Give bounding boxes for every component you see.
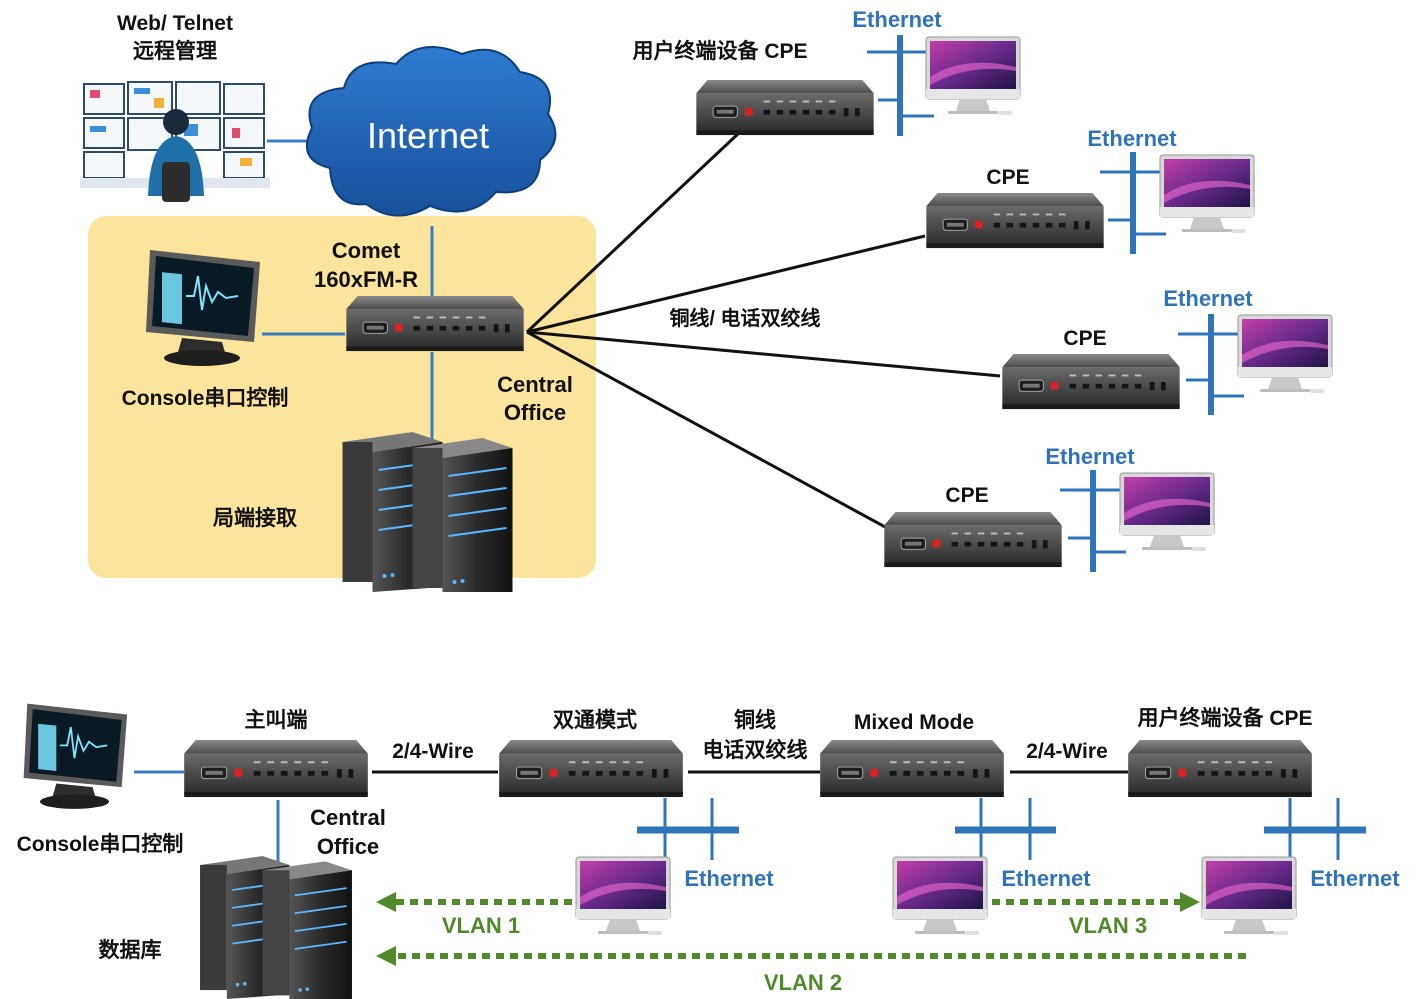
cpe-group-1: 用户终端设备 CPE Ethernet: [632, 7, 1021, 136]
copper-label: 铜线/ 电话双绞线: [669, 306, 820, 330]
ethernet-label-4: Ethernet: [1045, 444, 1135, 469]
cpe-device-icon: [883, 512, 1063, 568]
top-links: [262, 130, 1001, 536]
mixed-mode-label: Mixed Mode: [854, 711, 974, 734]
vlan3-label: VLAN 3: [1069, 913, 1147, 938]
vlan1-label: VLAN 1: [442, 913, 520, 938]
computer-monitor-icon: [925, 36, 1021, 116]
monitoring-wall-icon: [80, 81, 270, 203]
web-telnet-label: Web/ Telnet: [117, 12, 233, 35]
wire-label-2: 2/4-Wire: [1026, 740, 1108, 763]
database-label: 数据库: [99, 938, 162, 962]
office-label-bottom: Office: [317, 834, 379, 859]
computer-monitor-icon: [575, 856, 671, 936]
cpe-label-4: CPE: [945, 484, 988, 507]
comet-model-label: 160xFM-R: [314, 267, 418, 292]
office-label: Office: [504, 400, 566, 425]
central-label-bottom: Central: [310, 805, 386, 830]
remote-mgmt-label: 远程管理: [133, 39, 217, 63]
console-label: Console串口控制: [122, 386, 289, 410]
ethernet-label-b2: Ethernet: [1001, 866, 1091, 891]
console-label-bottom: Console串口控制: [17, 832, 184, 856]
console-monitor-icon: [22, 702, 129, 810]
computer-monitor-icon: [1201, 856, 1297, 936]
comet-label: Comet: [332, 238, 401, 263]
ethernet-label-1: Ethernet: [852, 7, 942, 32]
server-label: 局端接取: [213, 507, 297, 530]
computer-monitor-icon: [1159, 154, 1255, 234]
internet-label: Internet: [367, 115, 489, 156]
vlan2-label: VLAN 2: [764, 970, 842, 995]
ethernet-label-3: Ethernet: [1163, 286, 1253, 311]
ethernet-label-2: Ethernet: [1087, 126, 1177, 151]
internet-cloud-icon: [306, 46, 557, 217]
cpe-device-icon: [695, 80, 875, 136]
cpe-device-icon-bottom: [1127, 740, 1313, 798]
cpe-group-4: CPE Ethernet: [883, 444, 1215, 572]
ethernet-label-b3: Ethernet: [1310, 866, 1400, 891]
cpe-label-1: 用户终端设备 CPE: [632, 39, 807, 63]
master-device-icon: [183, 740, 369, 798]
cpe-label-bottom: 用户终端设备 CPE: [1137, 706, 1312, 730]
vlan-arrowheads: [376, 892, 1200, 966]
copper-label-l1: 铜线: [734, 708, 776, 732]
vlan-arrows: [392, 899, 1246, 959]
dual-mode-label: 双通模式: [553, 708, 637, 732]
database-server-icon: [199, 856, 353, 999]
cpe-label-2: CPE: [986, 166, 1029, 189]
central-label: Central: [497, 372, 573, 397]
ethernet-bus-bottom: [637, 798, 1366, 860]
cpe-label-3: CPE: [1063, 327, 1106, 350]
cpe-device-icon: [1001, 354, 1181, 410]
wire-label-1: 2/4-Wire: [392, 740, 474, 763]
computer-monitor-icon: [1237, 314, 1333, 394]
cpe-device-icon: [925, 193, 1105, 249]
cpe-group-3: CPE Ethernet: [1001, 286, 1333, 415]
computer-monitor-icon: [892, 856, 988, 936]
comet-device-icon: [345, 296, 525, 352]
copper-label-l2: 电话双绞线: [703, 738, 808, 762]
bottom-links: [134, 770, 1128, 870]
ethernet-label-b1: Ethernet: [684, 866, 774, 891]
cpe-group-2: CPE Ethernet: [925, 126, 1255, 254]
mixed-mode-device-icon: [819, 740, 1005, 798]
server-rack-icon: [341, 432, 514, 592]
dual-mode-device-icon: [498, 740, 684, 798]
computer-monitor-icon: [1119, 472, 1215, 552]
master-label: 主叫端: [245, 709, 308, 732]
